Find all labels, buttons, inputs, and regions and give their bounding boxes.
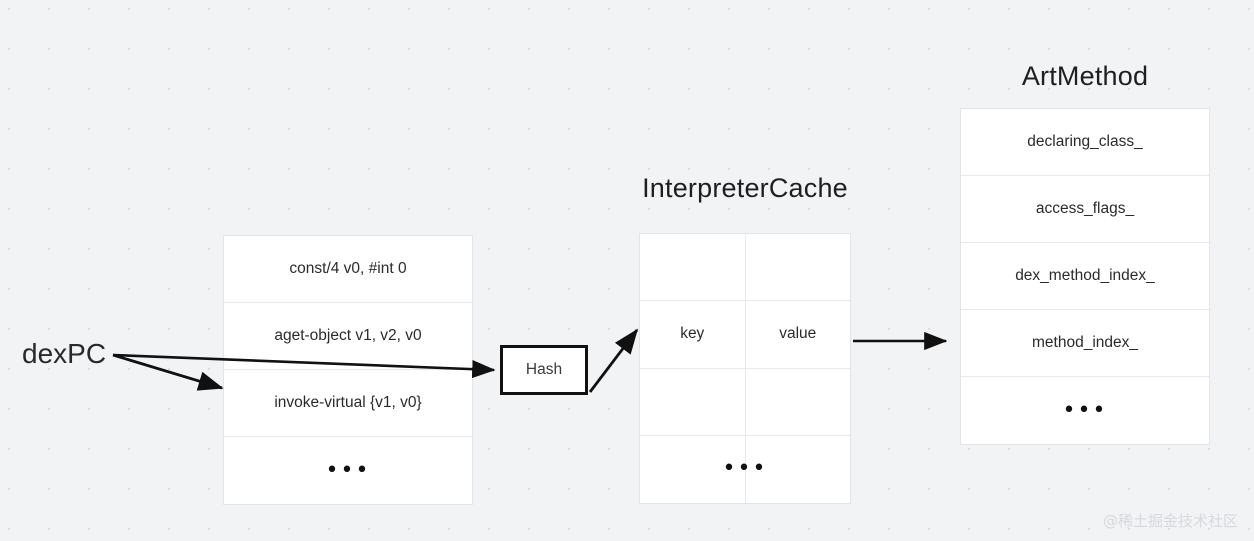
- artmethod-field-cell: dex_method_index_: [1015, 267, 1155, 284]
- table-row: key value: [640, 301, 850, 369]
- dex-ellipsis-cell: •••: [325, 457, 371, 483]
- cache-key-cell: [640, 368, 746, 435]
- table-row: •••: [961, 377, 1209, 444]
- dex-instruction-table: const/4 v0, #int 0 aget-object v1, v2, v…: [223, 235, 473, 505]
- table-row: invoke-virtual {v1, v0}: [224, 370, 472, 437]
- hash-label: Hash: [525, 361, 563, 378]
- cache-value-cell: [746, 234, 851, 300]
- cache-key-cell: key: [640, 301, 746, 368]
- dex-instruction-cell: aget-object v1, v2, v0: [274, 327, 422, 344]
- arrow-hash-to-cache: [588, 328, 639, 393]
- dex-instruction-cell: const/4 v0, #int 0: [289, 260, 407, 277]
- cache-ellipsis: •••: [722, 456, 768, 482]
- table-row: [640, 368, 851, 436]
- dex-instruction-cell: invoke-virtual {v1, v0}: [274, 394, 422, 411]
- table-row: declaring_class_: [961, 109, 1209, 176]
- cache-value-cell: [746, 369, 851, 435]
- artmethod-field-cell: method_index_: [1032, 334, 1138, 351]
- cache-key-cell: [640, 435, 746, 503]
- hash-box: Hash: [500, 345, 588, 395]
- arrow-dexpc-to-dex-table: [112, 353, 224, 391]
- cache-key-cell: [640, 234, 746, 301]
- interpreter-cache-table: key value •••: [639, 233, 851, 504]
- artmethod-title: ArtMethod: [1021, 61, 1149, 91]
- artmethod-field-cell: declaring_class_: [1027, 133, 1143, 150]
- table-row: •••: [224, 437, 472, 504]
- interpretercache-title: InterpreterCache: [642, 173, 848, 203]
- watermark: @稀土掘金技术社区: [1102, 512, 1238, 530]
- table-row: dex_method_index_: [961, 243, 1209, 310]
- table-row: const/4 v0, #int 0: [224, 236, 472, 303]
- dexpc-label: dexPC: [22, 338, 107, 369]
- cache-value-cell: value: [779, 325, 817, 343]
- table-row: aget-object v1, v2, v0: [224, 303, 472, 370]
- table-row: [640, 234, 851, 302]
- artmethod-field-cell: access_flags_: [1035, 200, 1135, 217]
- artmethod-table: declaring_class_ access_flags_ dex_metho…: [960, 108, 1210, 445]
- table-row: •••: [640, 435, 850, 503]
- table-row: access_flags_: [961, 176, 1209, 243]
- table-row: method_index_: [961, 310, 1209, 377]
- artmethod-ellipsis-cell: •••: [1062, 397, 1108, 423]
